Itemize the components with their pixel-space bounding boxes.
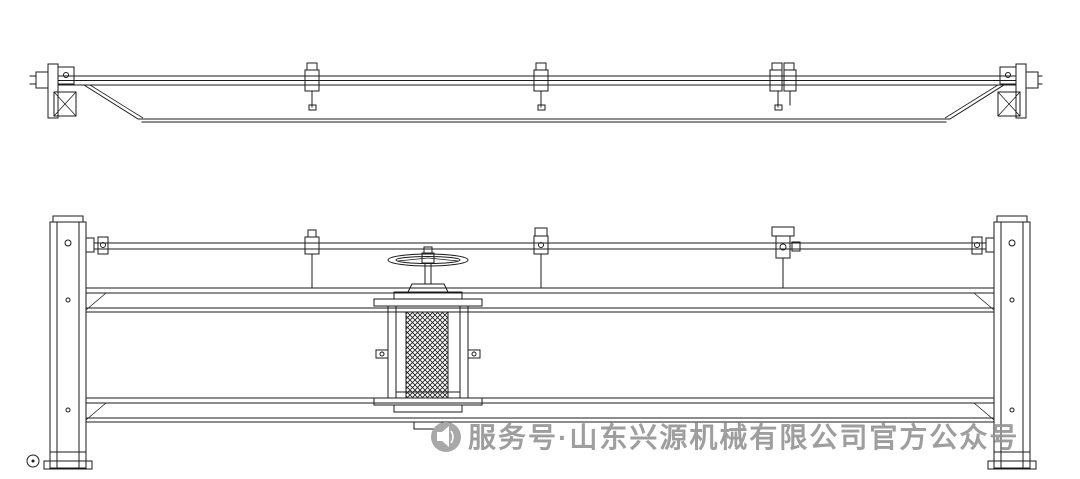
front-post-left	[43, 215, 95, 470]
front-upper-beam	[85, 287, 995, 313]
front-hanger-fitting-3	[771, 226, 801, 289]
detail-marker-circle	[26, 454, 40, 468]
handwheel	[387, 246, 469, 267]
plan-clamp-fitting-1	[304, 62, 320, 111]
plan-main-bar	[57, 75, 1017, 86]
front-view-drawing	[26, 215, 1037, 470]
watermark: 服务号·山东兴源机械有限公司官方公众号	[431, 421, 1019, 453]
front-top-bar	[93, 236, 987, 255]
plan-end-bracket-right	[997, 63, 1043, 119]
plan-clamp-fitting-3	[769, 62, 797, 111]
front-lower-beam	[85, 397, 995, 423]
watermark-text: 服务号·山东兴源机械有限公司官方公众号	[468, 421, 1019, 453]
plan-tapered-blade-outline	[83, 84, 1005, 123]
hatched-screw-core	[405, 311, 449, 399]
plan-clamp-fitting-2	[533, 62, 549, 111]
front-post-right	[985, 215, 1037, 470]
speaker-icon	[431, 422, 461, 452]
front-center-drive-assembly	[373, 246, 483, 430]
top-view-drawing	[29, 62, 1043, 123]
front-hanger-fitting-1	[304, 229, 320, 289]
plan-end-bracket-left	[29, 63, 77, 119]
front-hanger-fitting-2	[533, 227, 549, 289]
